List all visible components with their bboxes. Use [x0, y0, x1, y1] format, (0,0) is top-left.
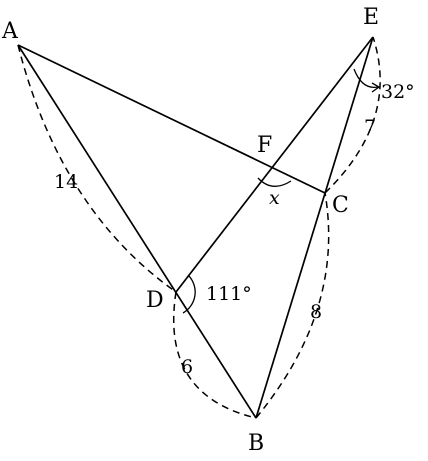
arc-db — [172, 291, 257, 419]
point-b-label: B — [248, 431, 264, 456]
point-d-label: D — [146, 288, 164, 313]
angle-e-label: 32° — [381, 81, 415, 103]
arc-ce — [324, 36, 381, 194]
segment-eb — [255, 36, 374, 419]
angle-f-label: x — [269, 187, 280, 209]
length-bc-label: 8 — [310, 301, 322, 323]
angle-d-label: 111° — [206, 283, 252, 305]
length-db-label: 6 — [181, 356, 193, 378]
angle-arc-e — [353, 68, 379, 89]
length-ce-label: 7 — [364, 116, 376, 138]
arc-ad — [17, 44, 177, 293]
segment-de — [175, 36, 374, 293]
segment-ab — [17, 44, 257, 419]
point-e-label: E — [363, 5, 379, 30]
angle-arc-d — [182, 274, 196, 314]
point-f-label: F — [257, 133, 272, 158]
segment-ac — [17, 44, 326, 194]
point-a-label: A — [1, 19, 19, 44]
angle-arrow-e — [371, 82, 381, 93]
point-c-label: C — [332, 193, 349, 218]
angle-arc-f — [257, 177, 292, 187]
length-ad-label: 14 — [54, 171, 78, 193]
